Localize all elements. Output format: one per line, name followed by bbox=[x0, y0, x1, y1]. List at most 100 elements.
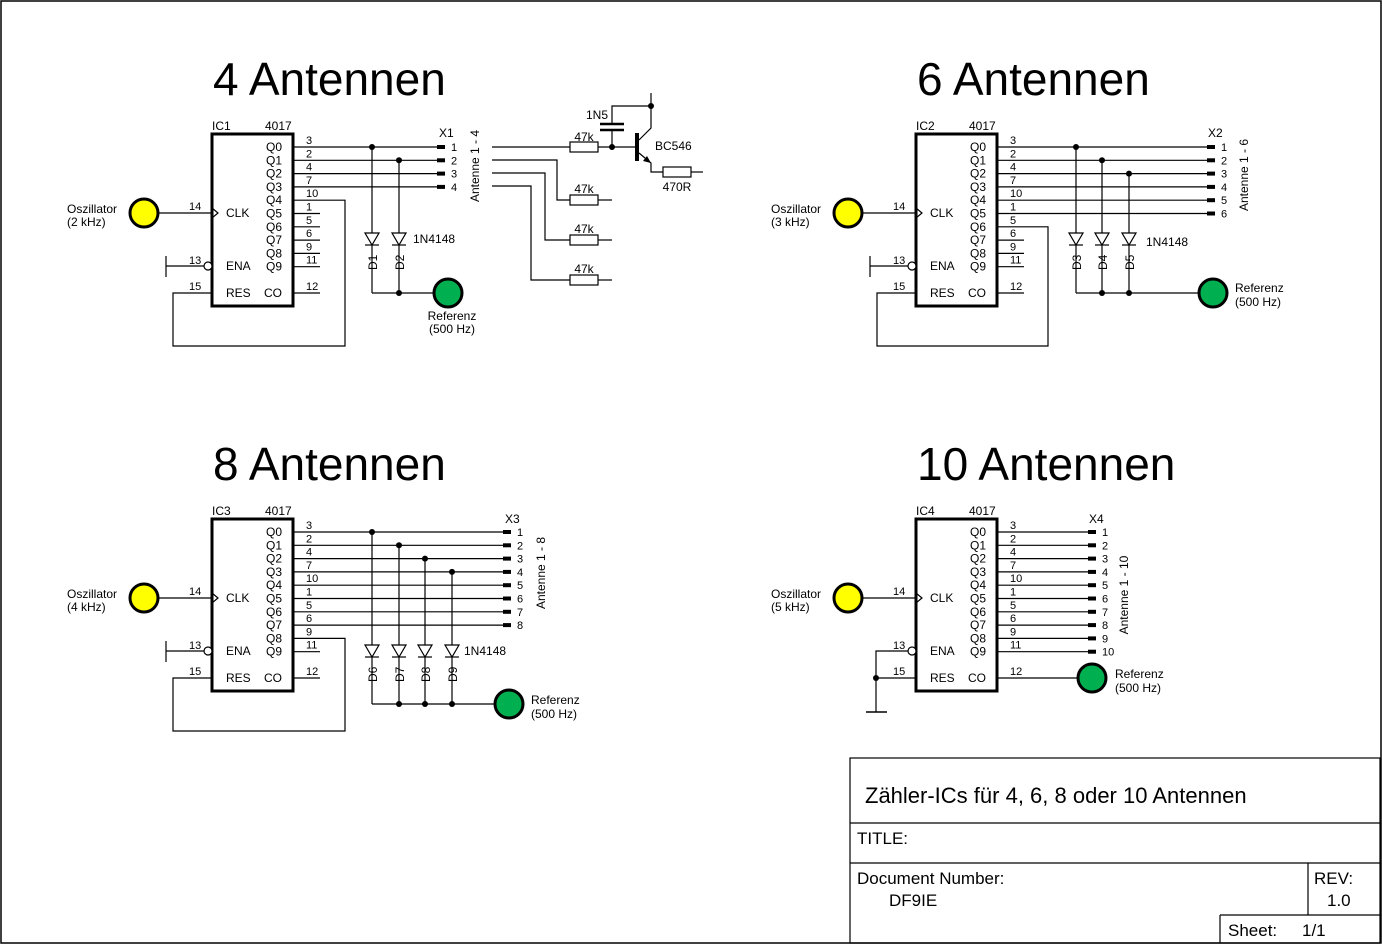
capacitor-label: 1N5 bbox=[586, 108, 608, 122]
pin-label: RES bbox=[930, 671, 955, 685]
pin-label: Q8 bbox=[266, 246, 282, 260]
title-description: Zähler-ICs für 4, 6, 8 oder 10 Antennen bbox=[865, 783, 1247, 808]
ic-type: 4017 bbox=[969, 504, 996, 518]
resistor-label: 47k bbox=[574, 130, 594, 144]
pin-label: Q6 bbox=[266, 605, 282, 619]
diode-label: D5 bbox=[1123, 254, 1137, 270]
pin-number: 15 bbox=[189, 281, 201, 293]
pin-number: 5 bbox=[306, 600, 312, 612]
connector-pin-number: 6 bbox=[1102, 594, 1108, 606]
oscillator-indicator bbox=[832, 582, 864, 614]
connector-pin bbox=[503, 556, 511, 561]
clock-triangle bbox=[211, 592, 219, 604]
pin-number: 9 bbox=[1010, 241, 1016, 253]
inverter-bubble bbox=[907, 646, 917, 656]
pin-label: ENA bbox=[226, 259, 251, 273]
pin-label: Q5 bbox=[970, 592, 986, 606]
connector-pin bbox=[1207, 211, 1215, 216]
pin-label: Q6 bbox=[266, 220, 282, 234]
antenna-label: Antenne 1 - 8 bbox=[534, 537, 548, 609]
connector-pin-number: 6 bbox=[517, 594, 523, 606]
pin-label: Q7 bbox=[970, 618, 986, 632]
pin-number: 3 bbox=[306, 520, 312, 532]
pin-label: Q0 bbox=[266, 525, 282, 539]
pin-label: Q9 bbox=[266, 260, 282, 274]
pin-number: 9 bbox=[306, 626, 312, 638]
connector-pin bbox=[437, 184, 445, 189]
pin-label: Q8 bbox=[970, 246, 986, 260]
diode-label: D1 bbox=[366, 254, 380, 270]
pin-number: 5 bbox=[1010, 215, 1016, 227]
resistor-label: 47k bbox=[574, 222, 594, 236]
pin-number: 7 bbox=[306, 175, 312, 187]
pin-number: 6 bbox=[306, 228, 312, 240]
pin-number: 10 bbox=[306, 573, 318, 585]
pin-number: 12 bbox=[1010, 281, 1022, 293]
diode bbox=[390, 232, 408, 247]
pin-label: CO bbox=[968, 286, 986, 300]
ic-body bbox=[210, 132, 295, 308]
pin-label: Q0 bbox=[970, 140, 986, 154]
reference-label: Referenz bbox=[1115, 667, 1164, 681]
pin-number: 11 bbox=[306, 640, 317, 652]
ic-body bbox=[210, 517, 295, 693]
pin-label: ENA bbox=[930, 644, 955, 658]
clock-triangle bbox=[915, 592, 923, 604]
resistor bbox=[662, 166, 692, 178]
title-label: TITLE: bbox=[857, 829, 908, 848]
resistor-label: 47k bbox=[574, 262, 594, 276]
wire bbox=[638, 93, 652, 141]
reference-label: (500 Hz) bbox=[1235, 295, 1281, 309]
connector-pin-number: 8 bbox=[517, 620, 523, 632]
connector-pin bbox=[437, 158, 445, 163]
resistor-label: 47k bbox=[574, 182, 594, 196]
pin-number: 4 bbox=[306, 547, 312, 559]
ic-body bbox=[914, 517, 999, 693]
pin-label: CLK bbox=[226, 591, 249, 605]
connector-pin bbox=[503, 530, 511, 534]
connector-pin bbox=[1207, 158, 1215, 163]
junction-dot bbox=[422, 555, 428, 562]
antenna-label: Antenne 1 - 4 bbox=[468, 130, 482, 202]
wire bbox=[492, 185, 570, 281]
pin-number: 3 bbox=[1010, 135, 1016, 147]
pin-label: ENA bbox=[226, 644, 251, 658]
connector-pin-number: 2 bbox=[517, 540, 523, 552]
ic-name: IC2 bbox=[916, 119, 935, 133]
connector-pin-number: 4 bbox=[451, 182, 457, 194]
connector-pin bbox=[437, 171, 445, 176]
pin-label: CO bbox=[264, 286, 282, 300]
connector-pin-number: 1 bbox=[1221, 142, 1227, 154]
connector-pin bbox=[1088, 556, 1096, 561]
diode bbox=[443, 644, 461, 659]
connector-pin-number: 5 bbox=[1102, 580, 1108, 592]
connector-pin-number: 7 bbox=[517, 607, 523, 619]
reference-indicator bbox=[493, 688, 525, 720]
connector-name: X3 bbox=[505, 512, 520, 526]
pin-label: Q0 bbox=[266, 140, 282, 154]
pin-label: Q9 bbox=[266, 645, 282, 659]
inverter-bubble bbox=[203, 261, 213, 271]
connector-pin bbox=[503, 569, 511, 574]
connector-pin-number: 5 bbox=[1221, 195, 1227, 207]
connector-pin-number: 3 bbox=[517, 554, 523, 566]
pin-label: ENA bbox=[930, 259, 955, 273]
pin-number: 5 bbox=[306, 215, 312, 227]
pin-label: Q3 bbox=[266, 180, 282, 194]
pin-number: 11 bbox=[1010, 640, 1021, 652]
wire bbox=[611, 105, 651, 124]
connector-pin bbox=[1088, 649, 1096, 654]
diode bbox=[1120, 232, 1138, 247]
pin-label: CLK bbox=[226, 206, 249, 220]
section-heading: 6 Antennen bbox=[917, 53, 1150, 105]
junction-dot bbox=[1126, 170, 1132, 177]
pin-number: 2 bbox=[1010, 533, 1016, 545]
diode-label: D3 bbox=[1070, 254, 1084, 270]
junction-dot bbox=[873, 675, 879, 681]
antenna-label: Antenne 1 - 10 bbox=[1117, 555, 1131, 634]
pin-number: 9 bbox=[1010, 626, 1016, 638]
pin-number: 14 bbox=[189, 586, 201, 598]
connector-pin bbox=[503, 596, 511, 601]
wire bbox=[492, 159, 570, 201]
